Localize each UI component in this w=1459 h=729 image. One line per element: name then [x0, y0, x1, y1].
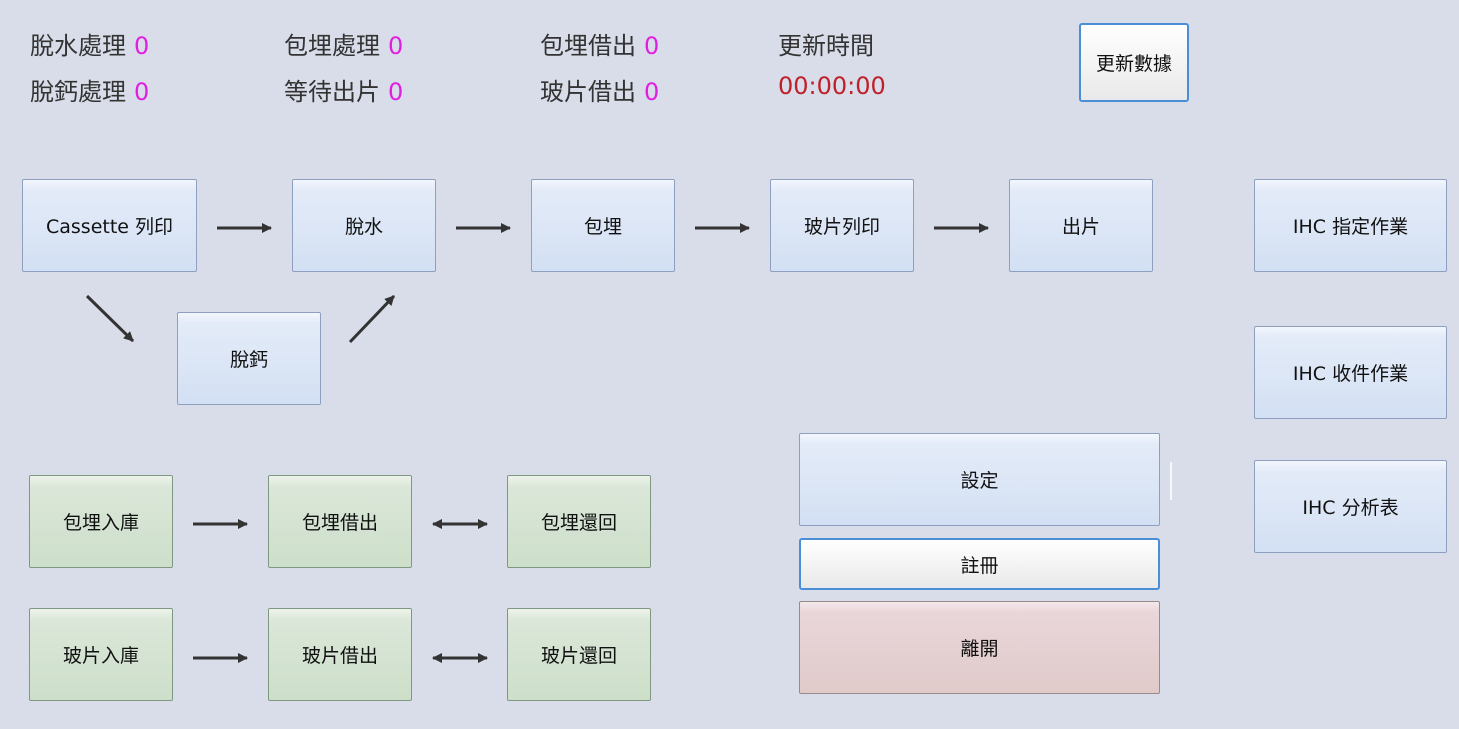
- exit-button[interactable]: 離開: [799, 601, 1160, 694]
- waiting-output-stat: 等待出片 0: [284, 72, 403, 107]
- cassette-print-button[interactable]: Cassette 列印: [22, 179, 197, 272]
- ihc-analysis-button[interactable]: IHC 分析表: [1254, 460, 1447, 553]
- embedding-stat: 包埋處理 0: [284, 26, 403, 61]
- output-button[interactable]: 出片: [1009, 179, 1153, 272]
- waiting-output-label: 等待出片: [284, 78, 380, 106]
- slide-lend-button[interactable]: 玻片借出: [268, 608, 412, 701]
- decalcify-button[interactable]: 脫鈣: [177, 312, 321, 405]
- divider: [1170, 462, 1172, 500]
- block-return-button[interactable]: 包埋還回: [507, 475, 651, 568]
- embedding-count: 0: [388, 32, 404, 60]
- decalcification-stat: 脫鈣處理 0: [30, 72, 149, 107]
- embedding-label: 包埋處理: [284, 32, 380, 60]
- block-in-button[interactable]: 包埋入庫: [29, 475, 173, 568]
- block-lend-stat: 包埋借出 0: [540, 26, 659, 61]
- refresh-data-button[interactable]: 更新數據: [1079, 23, 1189, 102]
- decalcification-label: 脫鈣處理: [30, 78, 126, 106]
- ihc-receive-button[interactable]: IHC 收件作業: [1254, 326, 1447, 419]
- dehydration-count: 0: [134, 32, 150, 60]
- slide-return-button[interactable]: 玻片還回: [507, 608, 651, 701]
- arrow-up-right-icon: [348, 294, 396, 344]
- arrow-down-right-icon: [85, 294, 135, 343]
- block-lend-button[interactable]: 包埋借出: [268, 475, 412, 568]
- ihc-assign-button[interactable]: IHC 指定作業: [1254, 179, 1447, 272]
- slide-print-button[interactable]: 玻片列印: [770, 179, 914, 272]
- slide-lend-count: 0: [644, 78, 660, 106]
- dehydrate-button[interactable]: 脫水: [292, 179, 436, 272]
- register-button[interactable]: 註冊: [799, 538, 1160, 590]
- embed-button[interactable]: 包埋: [531, 179, 675, 272]
- update-time-value: 00:00:00: [778, 72, 886, 100]
- slide-in-button[interactable]: 玻片入庫: [29, 608, 173, 701]
- block-lend-label: 包埋借出: [540, 32, 636, 60]
- block-lend-count: 0: [644, 32, 660, 60]
- settings-button[interactable]: 設定: [799, 433, 1160, 526]
- slide-lend-label: 玻片借出: [540, 78, 636, 106]
- dehydration-stat: 脫水處理 0: [30, 26, 149, 61]
- decalcification-count: 0: [134, 78, 150, 106]
- slide-lend-stat: 玻片借出 0: [540, 72, 659, 107]
- update-time-label: 更新時間: [778, 32, 874, 60]
- dehydration-label: 脫水處理: [30, 32, 126, 60]
- waiting-output-count: 0: [388, 78, 404, 106]
